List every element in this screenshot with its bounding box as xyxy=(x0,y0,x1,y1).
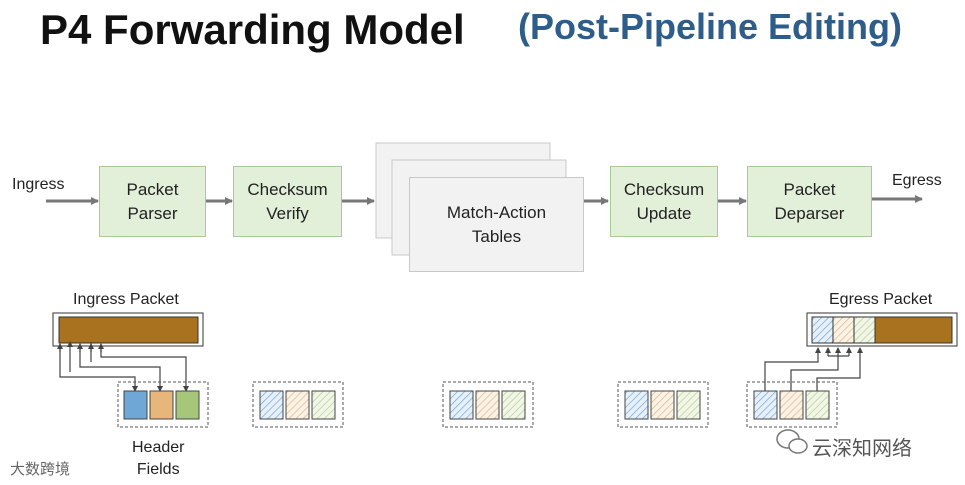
watermark-right: 云深知网络 xyxy=(812,438,912,460)
header-fields-group-4 xyxy=(617,381,709,428)
checksum-update-stage: Checksum Update xyxy=(610,166,718,237)
header-fields-group-2 xyxy=(252,381,344,428)
header-fields-group-1 xyxy=(117,381,209,428)
packet-deparser-stage: Packet Deparser xyxy=(747,166,872,237)
egress-field-wires xyxy=(764,347,863,391)
header-fields-group-5 xyxy=(746,381,838,428)
wechat-icon xyxy=(776,429,808,454)
egress-packet xyxy=(806,312,958,347)
checksum-verify-stage: Checksum Verify xyxy=(233,166,342,237)
ingress-label: Ingress xyxy=(12,176,65,193)
header-fields-label: Header Fields xyxy=(132,439,185,478)
ingress-packet xyxy=(52,312,204,347)
match-action-tables-stage: Match-Action Tables xyxy=(409,177,584,272)
egress-packet-label: Egress Packet xyxy=(829,291,933,308)
egress-label: Egress xyxy=(892,172,942,189)
packet-parser-stage: Packet Parser xyxy=(99,166,206,237)
page-subtitle: (Post-Pipeline Editing) xyxy=(518,6,902,47)
watermark-left: 大数跨境 xyxy=(10,461,71,478)
page-title: P4 Forwarding Model xyxy=(40,6,465,53)
header-fields-group-3 xyxy=(442,381,534,428)
pipeline-arrows xyxy=(46,195,923,205)
ingress-packet-label: Ingress Packet xyxy=(73,291,179,308)
ingress-field-wires xyxy=(57,341,189,392)
